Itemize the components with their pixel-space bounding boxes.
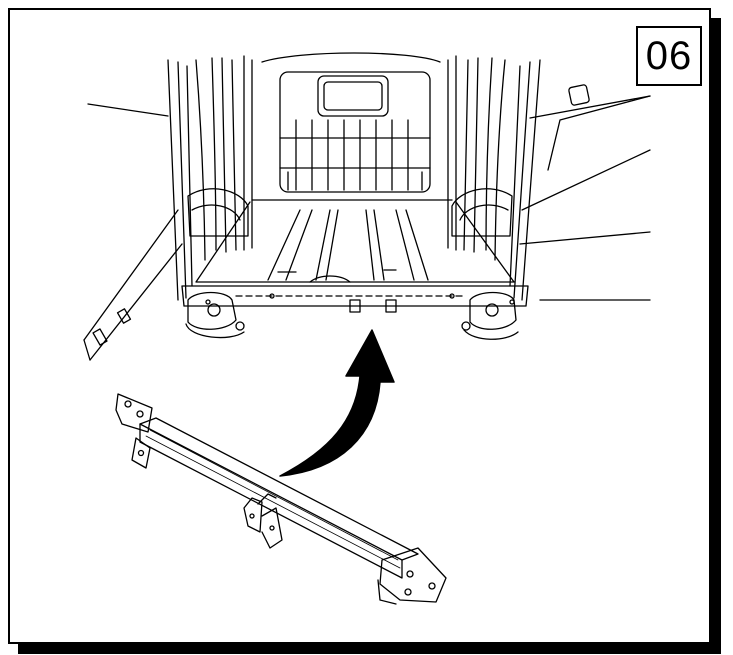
- right-pillar: [509, 59, 541, 301]
- hitch-bracket: [243, 497, 263, 533]
- roof-line: [261, 52, 441, 63]
- ground-line-right: [529, 95, 651, 119]
- step-number: 06: [645, 34, 693, 78]
- beam-top-face: [139, 417, 419, 561]
- ground-line-left: [87, 103, 169, 117]
- left-pillar: [167, 59, 193, 301]
- left-wheel-arch: [187, 188, 249, 237]
- mount-block-right: [385, 299, 397, 313]
- right-mount-plate: [379, 547, 447, 603]
- curved-arrow-icon: [279, 329, 395, 477]
- right-wheel-arch: [451, 188, 513, 237]
- right-door-handle: [568, 84, 590, 106]
- mount-block-left: [349, 299, 361, 313]
- bulkhead-window: [317, 75, 389, 117]
- rear-sill: [181, 285, 529, 307]
- step-number-box: 06: [636, 26, 702, 86]
- tow-bar-crossmember: [115, 393, 447, 605]
- left-door: [83, 209, 183, 361]
- right-mount-bracket: [469, 291, 517, 330]
- van-rear-cargo-area: [83, 52, 651, 361]
- left-mount-plate: [115, 393, 153, 433]
- left-mount-bracket: [187, 291, 237, 330]
- right-door: [519, 149, 651, 245]
- bulkhead: [279, 71, 431, 193]
- beam-front-face: [139, 423, 403, 579]
- load-floor: [195, 201, 515, 283]
